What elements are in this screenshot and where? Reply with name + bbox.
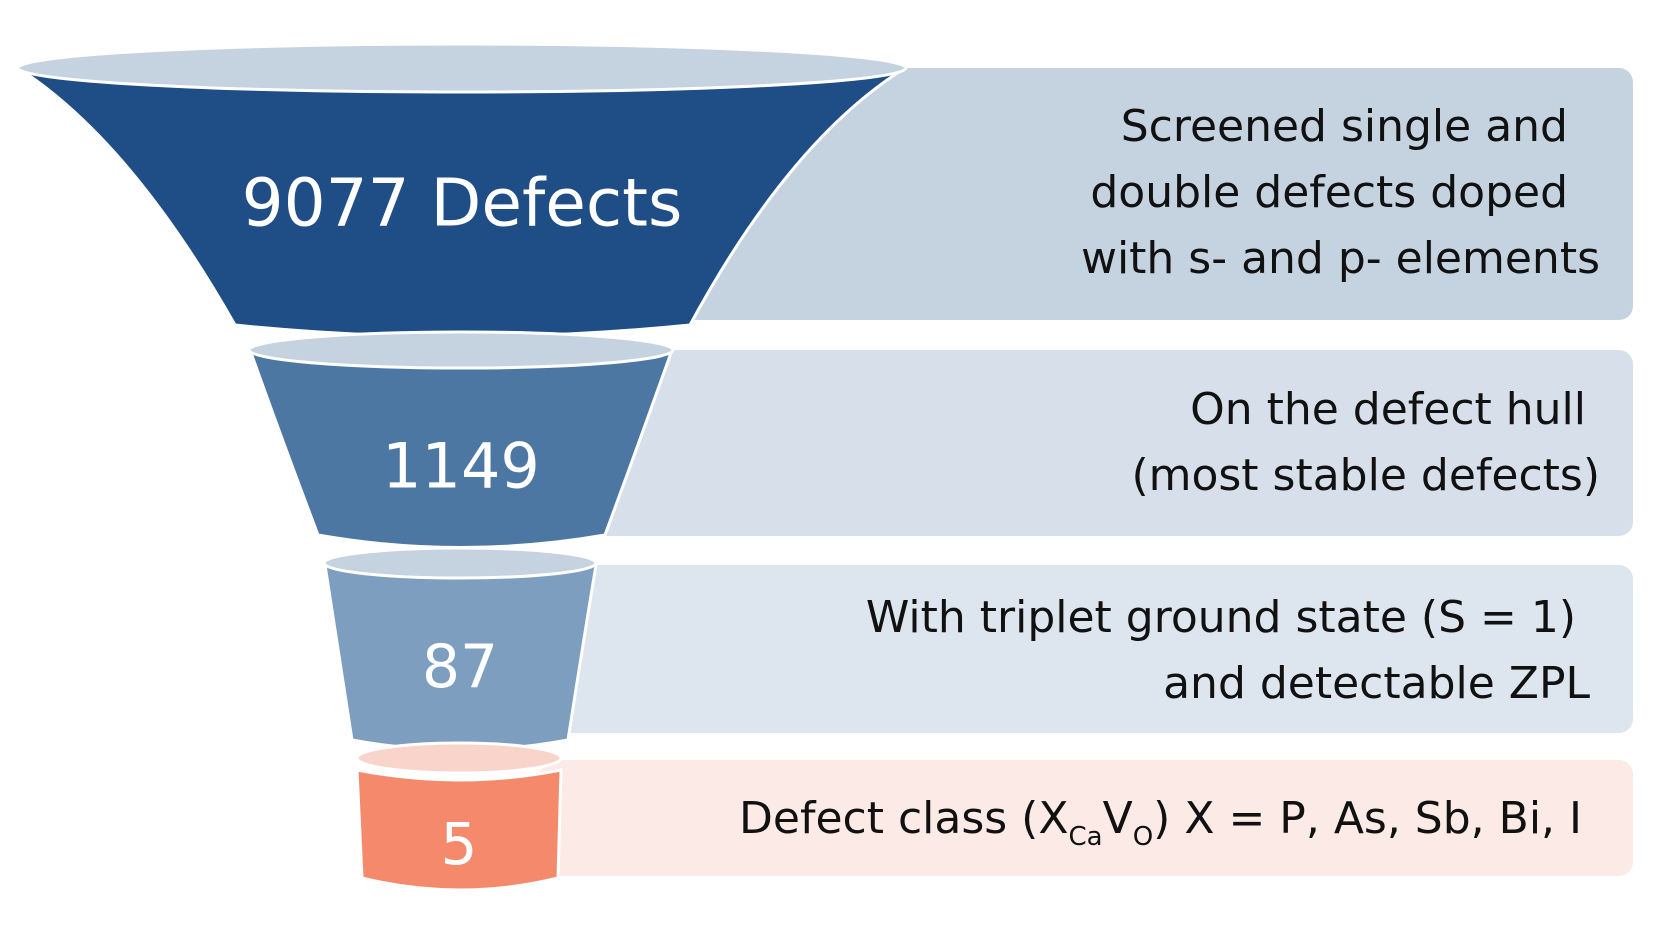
stage-1-band	[620, 68, 1633, 320]
stage-3-description: With triplet ground state (S = 1) and de…	[866, 592, 1591, 709]
stage-4-funnel-rim	[355, 741, 563, 775]
stage-3-funnel-rim	[322, 546, 598, 580]
stage-2-band	[580, 350, 1633, 536]
stage-1-funnel-rim	[16, 42, 908, 94]
stage-2-description: On the defect hull (most stable defects)	[1131, 384, 1600, 501]
stage-4-description-prefix: Defect class (X	[739, 793, 1068, 844]
stage-4-description: Defect class (XCaVO) X = P, As, Sb, Bi, …	[739, 793, 1582, 852]
stage-3-band	[550, 565, 1633, 733]
stage-2-funnel-rim	[247, 330, 675, 370]
stage-4-funnel-body	[355, 768, 563, 892]
stage-2: 1149 On the defect hull (most stable def…	[247, 330, 1633, 549]
stage-4-description-sub1: Ca	[1069, 822, 1103, 852]
stage-3-count: 87	[422, 632, 498, 702]
stage-4-band	[540, 760, 1633, 876]
stage-1-description: Screened single and double defects doped…	[1081, 101, 1600, 284]
stage-1: 9077 Defects Screened single and double …	[12, 42, 1633, 338]
stage-4-description-suffix: ) X = P, As, Sb, Bi, I	[1153, 793, 1582, 844]
stage-3: 87 With triplet ground state (S = 1) and…	[322, 546, 1633, 752]
stage-1-count: 9077 Defects	[242, 165, 683, 242]
stage-4-count: 5	[441, 810, 478, 878]
stage-4-description-sub2: O	[1133, 822, 1153, 852]
stage-4: 5 Defect class (XCaVO) X = P, As, Sb, Bi…	[355, 741, 1633, 892]
stage-4-description-middle: V	[1103, 793, 1133, 844]
stage-2-count: 1149	[382, 430, 540, 503]
